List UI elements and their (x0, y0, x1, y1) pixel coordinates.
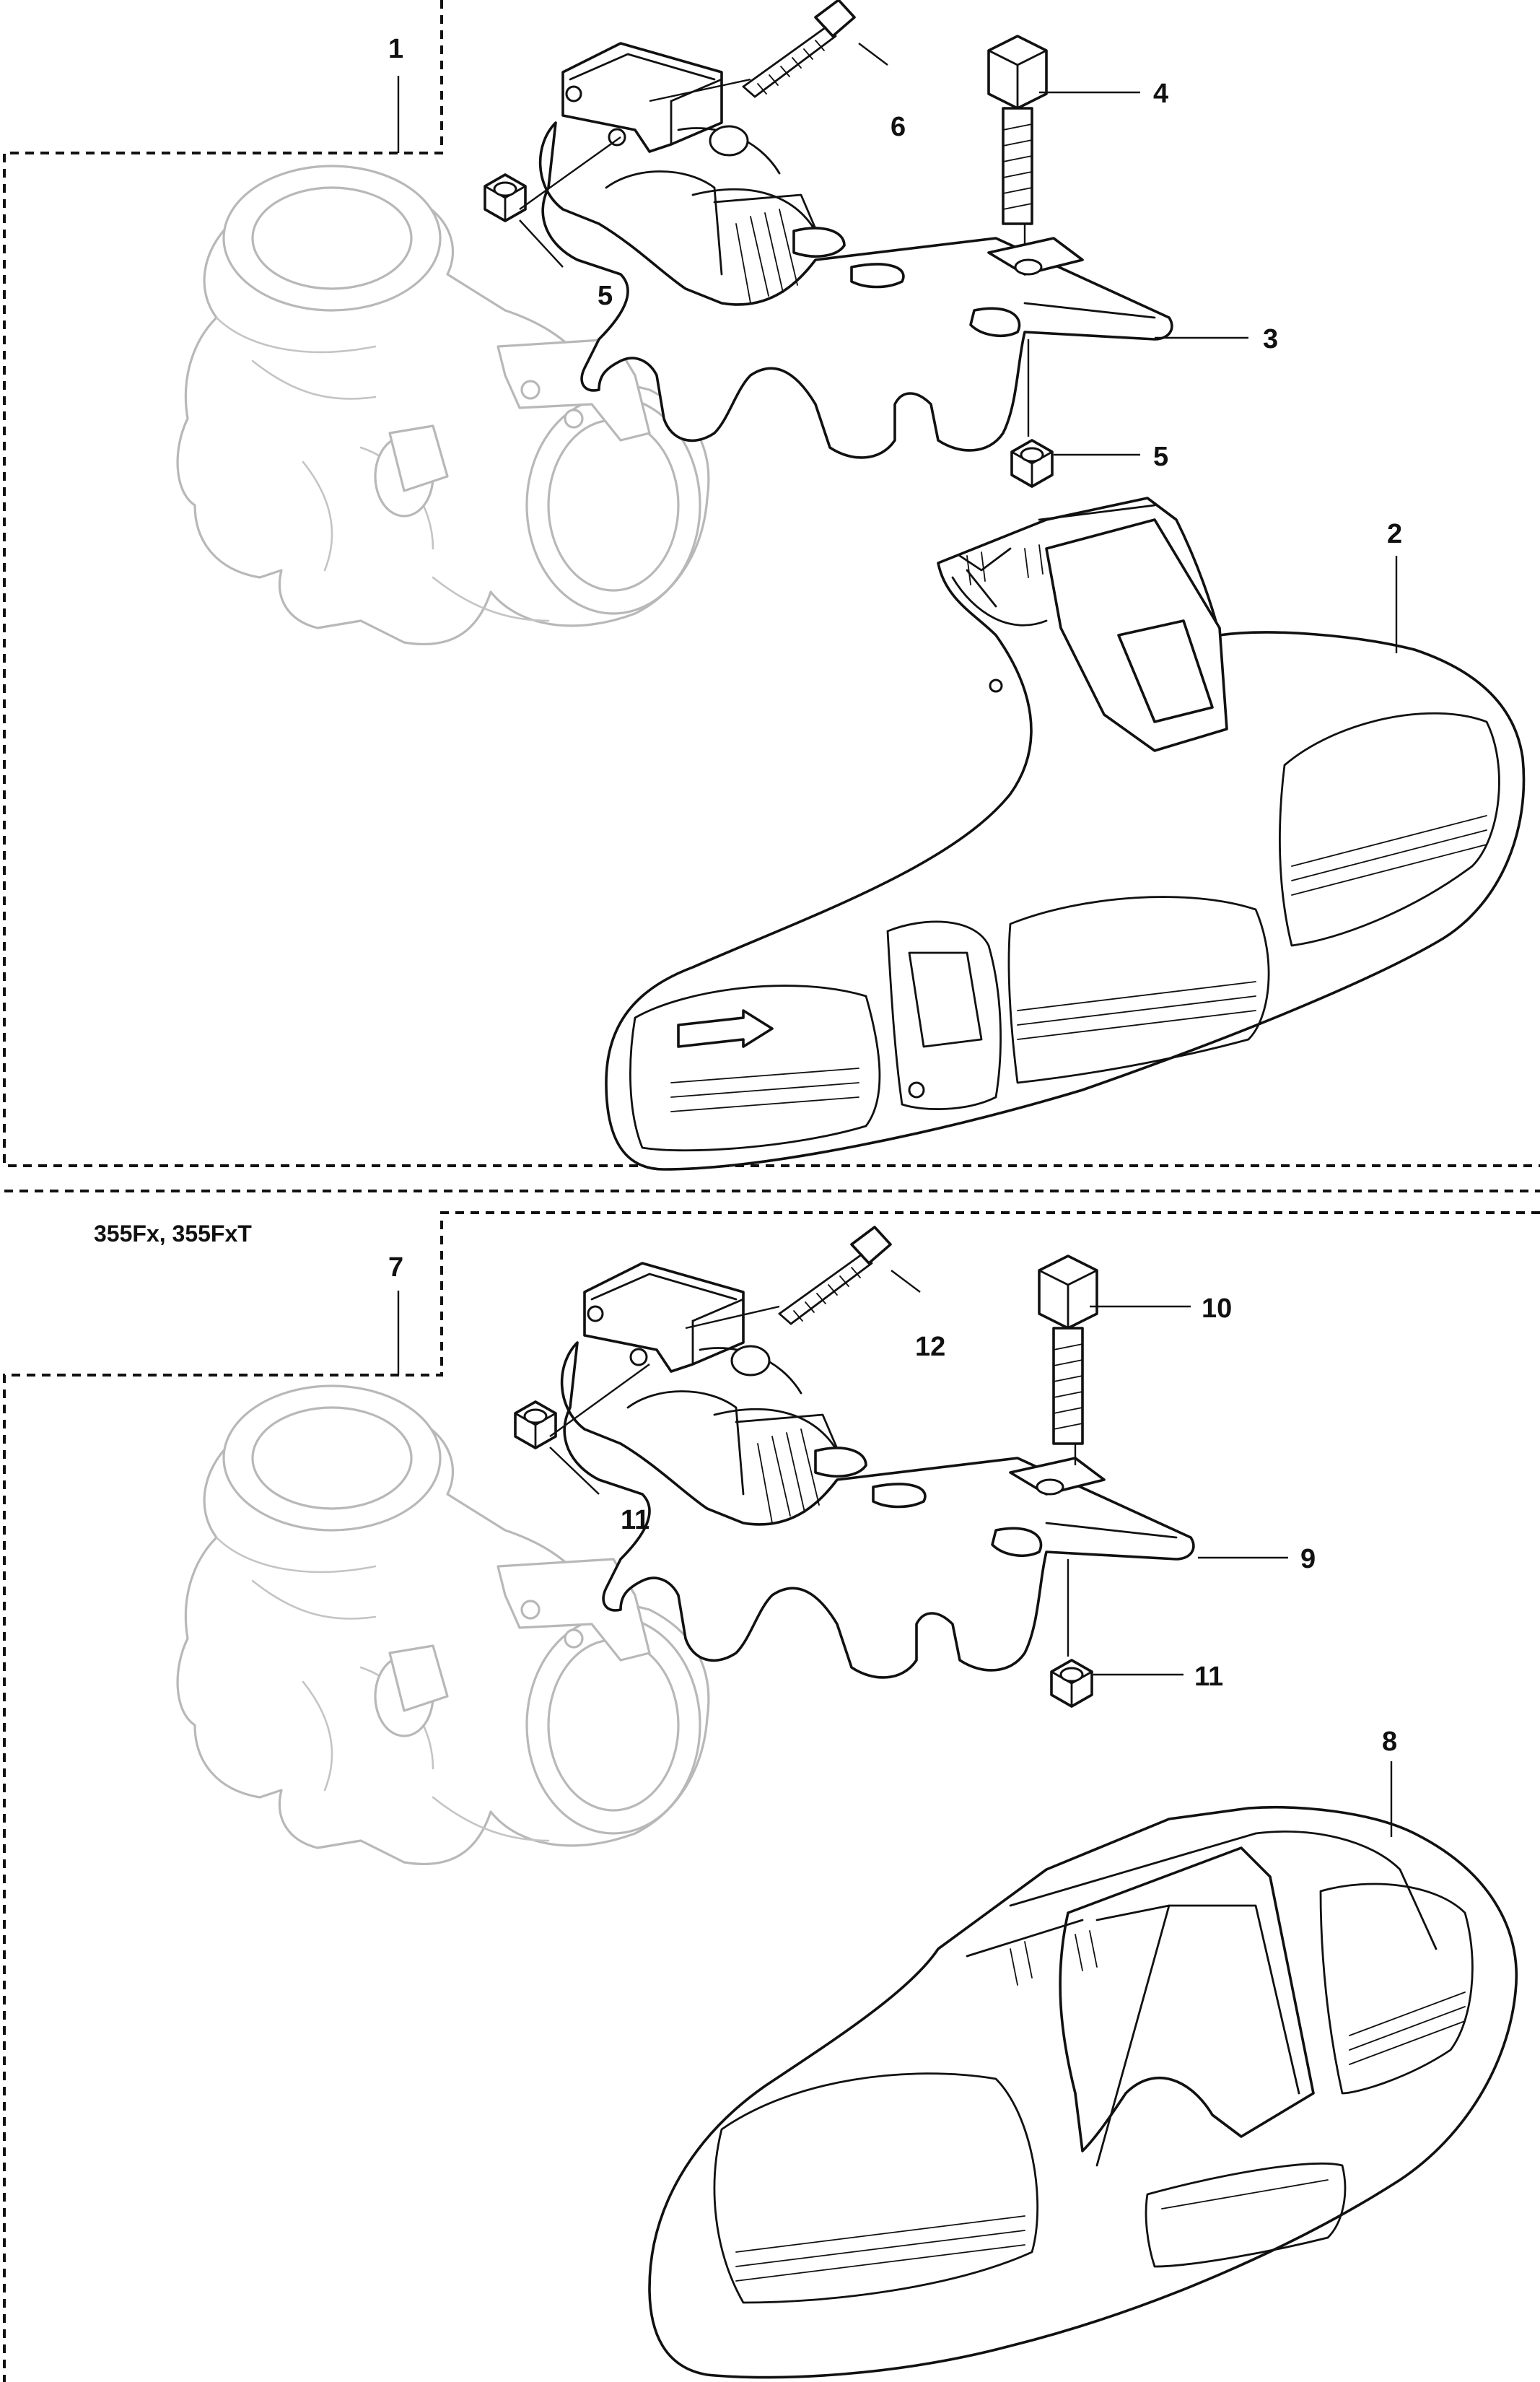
square-screw-part (987, 35, 1048, 225)
nut-part-lower-lower (1050, 1659, 1093, 1708)
callout-1: 1 (388, 34, 403, 64)
trimmer-guard (605, 497, 1526, 1171)
variant-label: 355Fx, 355FxT (94, 1221, 252, 1247)
callout-9: 9 (1300, 1544, 1316, 1574)
upper-assembly: 1 2 3 4 5 5 6 (3, 0, 1540, 1171)
leader-5a (519, 219, 564, 268)
leader-12 (891, 1270, 921, 1293)
nut-part-left-lower (514, 1400, 557, 1449)
assembly-line-bolt (649, 78, 751, 102)
leader-11a (549, 1447, 600, 1495)
upper-frame (3, 0, 1540, 1167)
assembly-line-nut-lower (549, 1364, 650, 1437)
leader-6 (858, 43, 888, 66)
callout-3: 3 (1263, 324, 1278, 354)
callout-12: 12 (915, 1332, 945, 1362)
callout-11-upper: 11 (621, 1505, 649, 1535)
lower-assembly: 355Fx, 355FxT (3, 1190, 1540, 2382)
alternative-guard (648, 1806, 1518, 2379)
callout-5-lower: 5 (1153, 442, 1168, 472)
bolt-part-lower (778, 1226, 892, 1325)
assembly-line-nut (519, 136, 621, 210)
callout-2: 2 (1387, 519, 1402, 549)
nut-part-left (484, 173, 527, 222)
lower-frame (3, 1211, 1540, 2382)
callout-5-upper: 5 (598, 281, 613, 311)
callout-11-lower: 11 (1194, 1662, 1223, 1692)
callout-6: 6 (891, 112, 906, 142)
gear-head-housing-context (176, 165, 710, 646)
nut-part-lower (1010, 439, 1054, 488)
square-screw-part-lower (1038, 1255, 1098, 1445)
callout-8: 8 (1382, 1727, 1397, 1757)
callout-4: 4 (1153, 79, 1168, 109)
bolt-part (742, 0, 856, 98)
callout-10: 10 (1202, 1293, 1232, 1324)
callout-7: 7 (388, 1252, 403, 1283)
assembly-line-bolt-lower (685, 1305, 780, 1330)
